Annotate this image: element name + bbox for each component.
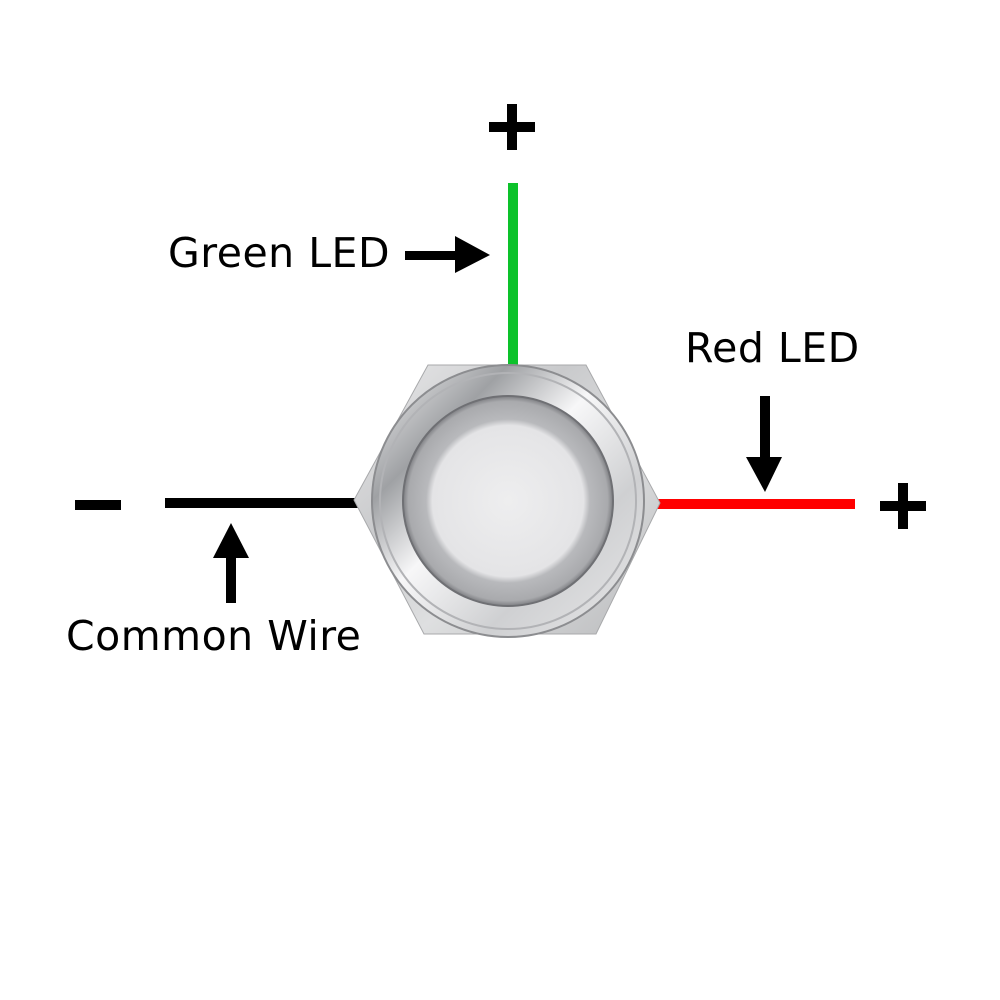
green-arrow-icon	[405, 236, 490, 273]
green-led-label: Green LED	[168, 229, 391, 277]
green-plus-icon	[489, 104, 535, 150]
common-wire-label: Common Wire	[66, 612, 362, 660]
green-wire	[508, 183, 518, 365]
common-wire	[165, 498, 359, 508]
common-arrow-icon	[213, 523, 249, 603]
led-lens[interactable]	[402, 395, 614, 607]
common-minus-icon	[75, 500, 121, 510]
red-arrow-icon	[746, 396, 782, 492]
red-plus-icon	[880, 483, 926, 529]
red-wire	[656, 499, 855, 509]
bezel-inner-edge	[379, 372, 637, 630]
red-led-label: Red LED	[685, 324, 860, 372]
